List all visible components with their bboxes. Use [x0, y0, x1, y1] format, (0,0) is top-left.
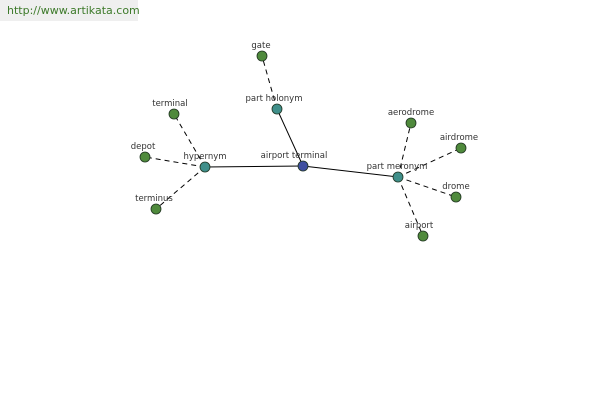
- node-label-airdrome: airdrome: [440, 133, 478, 143]
- node-label-gate: gate: [251, 41, 270, 51]
- node-terminus[interactable]: [150, 203, 162, 215]
- node-drome[interactable]: [450, 191, 462, 203]
- edge-part-meronym-to-airdrome: [397, 147, 462, 178]
- edge-hypernym-to-terminal: [173, 113, 206, 168]
- edge-part-meronym-to-drome: [397, 176, 457, 198]
- node-label-terminal: terminal: [152, 99, 188, 109]
- node-label-part-holonym: part holonym: [246, 94, 303, 104]
- edge-part-holonym-to-gate: [261, 55, 278, 110]
- node-gate[interactable]: [256, 50, 268, 62]
- node-depot[interactable]: [139, 151, 151, 163]
- node-part-meronym[interactable]: [392, 171, 404, 183]
- url-banner: http://www.artikata.com: [0, 0, 140, 21]
- nodes-layer: [139, 50, 467, 242]
- edge-hypernym-to-terminus: [155, 166, 206, 210]
- node-airport-terminal[interactable]: [297, 160, 309, 172]
- node-label-depot: depot: [131, 142, 156, 152]
- node-hypernym[interactable]: [199, 161, 211, 173]
- node-label-part-meronym: part meronym: [367, 162, 428, 172]
- node-label-aerodrome: aerodrome: [388, 108, 434, 118]
- node-label-drome: drome: [442, 182, 469, 192]
- edge-airport-terminal-to-hypernym: [204, 165, 304, 168]
- node-aerodrome[interactable]: [405, 117, 417, 129]
- node-label-airport: airport: [405, 221, 434, 231]
- edge-part-meronym-to-aerodrome: [397, 122, 412, 178]
- edges-layer: [144, 55, 462, 237]
- node-label-airport-terminal: airport terminal: [261, 151, 328, 161]
- edge-part-meronym-to-airport: [397, 176, 424, 237]
- edge-hypernym-to-depot: [144, 156, 206, 168]
- labels-layer: airport terminal hypernym part holonym part…: [131, 41, 478, 231]
- node-label-terminus: terminus: [135, 194, 173, 204]
- node-airdrome[interactable]: [455, 142, 467, 154]
- node-airport[interactable]: [417, 230, 429, 242]
- edge-airport-terminal-to-part-meronym: [302, 165, 399, 178]
- edge-airport-terminal-to-part-holonym: [276, 108, 304, 167]
- site-url-link[interactable]: http://www.artikata.com: [7, 4, 140, 17]
- node-label-hypernym: hypernym: [183, 152, 226, 162]
- node-terminal[interactable]: [168, 108, 180, 120]
- node-part-holonym[interactable]: [271, 103, 283, 115]
